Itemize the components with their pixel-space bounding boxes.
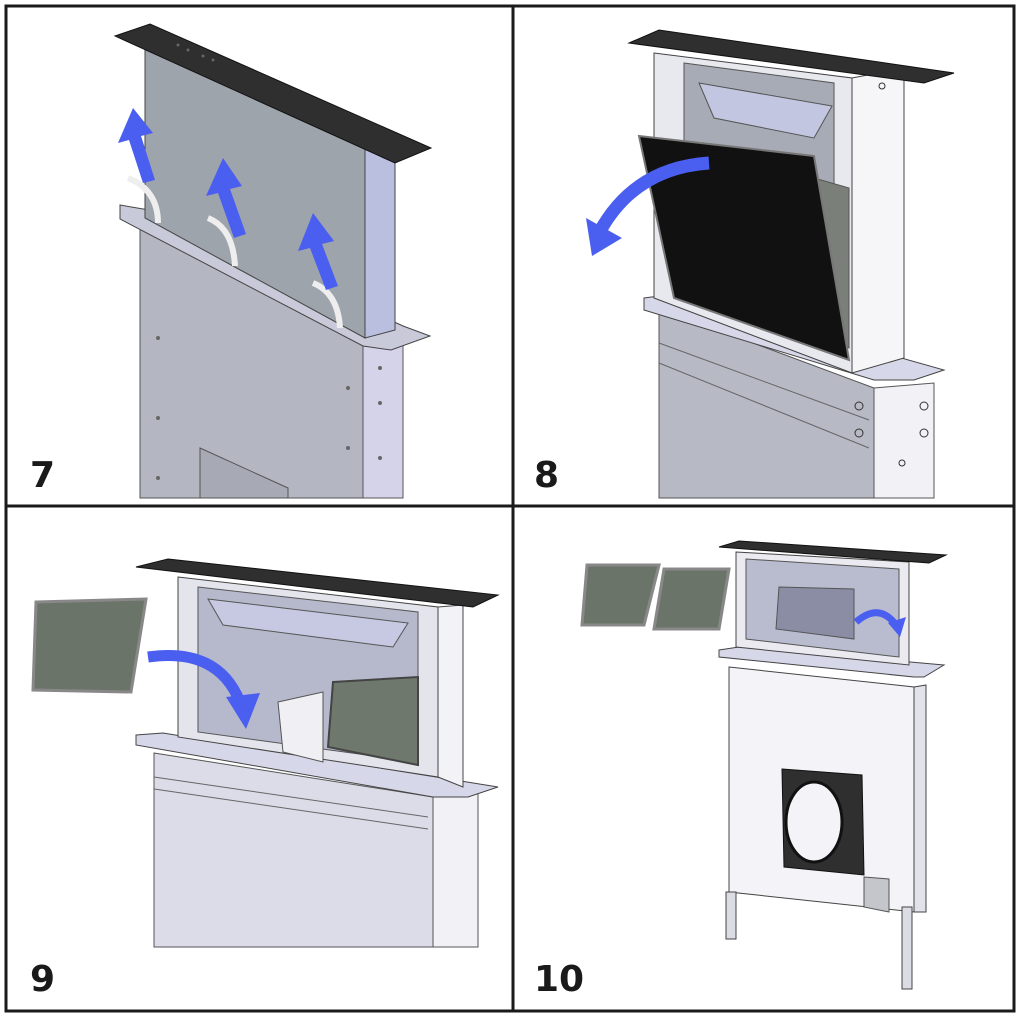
cabinet-side [362,325,404,499]
hood-side [364,139,396,339]
step-number: 8 [534,455,560,496]
hood-side [851,67,905,374]
panel-step-10: 10 [514,507,1012,1009]
illustration-step-8 [586,29,955,499]
grease-filter-loose-2 [652,567,731,631]
illustration-step-10 [580,540,948,990]
cabinet-side [432,792,479,948]
panel-step-7: 7 [8,8,512,505]
step-number: 9 [30,959,56,1000]
illustration-step-7 [113,23,433,499]
step-number: 10 [534,959,585,1000]
filter-tray [277,691,324,763]
panel-step-9: 9 [8,507,512,1009]
grease-filter-loose-1 [580,563,661,627]
duct-opening [784,780,844,864]
panel-step-8: 8 [514,8,1012,505]
illustration-step-9 [31,558,500,948]
cabinet-side [873,382,935,499]
power-module [863,876,890,913]
leg-left [725,891,737,940]
hood-side [437,604,464,788]
step-number: 7 [30,455,56,496]
leg-right [901,906,913,990]
cabinet-side [913,684,927,913]
grease-filter-loose [31,597,148,694]
